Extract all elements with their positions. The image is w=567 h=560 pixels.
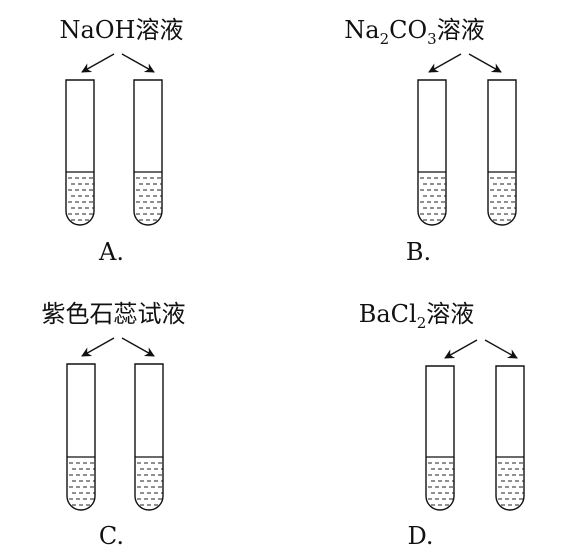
test-tube <box>425 365 455 511</box>
liquid <box>496 456 524 506</box>
tube-outline <box>133 79 163 226</box>
liquid <box>488 171 516 221</box>
test-tube <box>487 79 517 226</box>
arrow-left <box>444 339 478 359</box>
panel-a: NaOH溶液 A. <box>0 0 283 280</box>
panel-c: 紫色石蕊试液 C. <box>0 280 283 560</box>
liquid <box>67 456 95 506</box>
tube-outline <box>487 79 517 226</box>
reagent-label-c: 紫色石蕊试液 <box>41 300 186 328</box>
reagent-label-d: BaCl2溶液 <box>358 300 475 332</box>
arrow-right <box>468 53 502 73</box>
arrow-left <box>81 53 115 73</box>
option-label-a: A. <box>99 238 124 266</box>
tube-outline <box>65 79 95 226</box>
test-tube <box>65 79 95 226</box>
option-label-d: D. <box>407 522 434 550</box>
panel-b: Na2CO3溶液 B. <box>283 0 566 280</box>
arrow-left <box>428 53 462 73</box>
liquid <box>135 456 163 506</box>
test-tube <box>417 79 447 226</box>
liquid <box>418 171 446 221</box>
test-tube <box>134 363 164 511</box>
arrow-right <box>484 339 518 359</box>
test-tube-pair-b <box>417 53 517 226</box>
liquid <box>134 171 162 221</box>
tube-outline <box>134 363 164 511</box>
test-tube-pair-c <box>66 337 164 511</box>
tube-outline <box>66 363 96 511</box>
option-label-b: B. <box>405 238 432 266</box>
arrow-right <box>121 337 155 357</box>
option-label-c: C. <box>98 522 125 550</box>
test-tube <box>66 363 96 511</box>
tube-outline <box>425 365 455 511</box>
test-tube-pair-d <box>425 339 525 511</box>
test-tube <box>133 79 163 226</box>
arrow-right <box>121 53 155 73</box>
arrow-left <box>81 337 115 357</box>
reagent-label-b: Na2CO3溶液 <box>344 16 485 48</box>
tube-outline <box>495 365 525 511</box>
tube-outline <box>417 79 447 226</box>
liquid <box>426 456 454 506</box>
test-tube-pair-a <box>65 53 163 226</box>
panel-d: BaCl2溶液 D. <box>283 280 566 560</box>
reagent-label-a: NaOH溶液 <box>59 16 184 44</box>
test-tube <box>495 365 525 511</box>
liquid <box>66 171 94 221</box>
